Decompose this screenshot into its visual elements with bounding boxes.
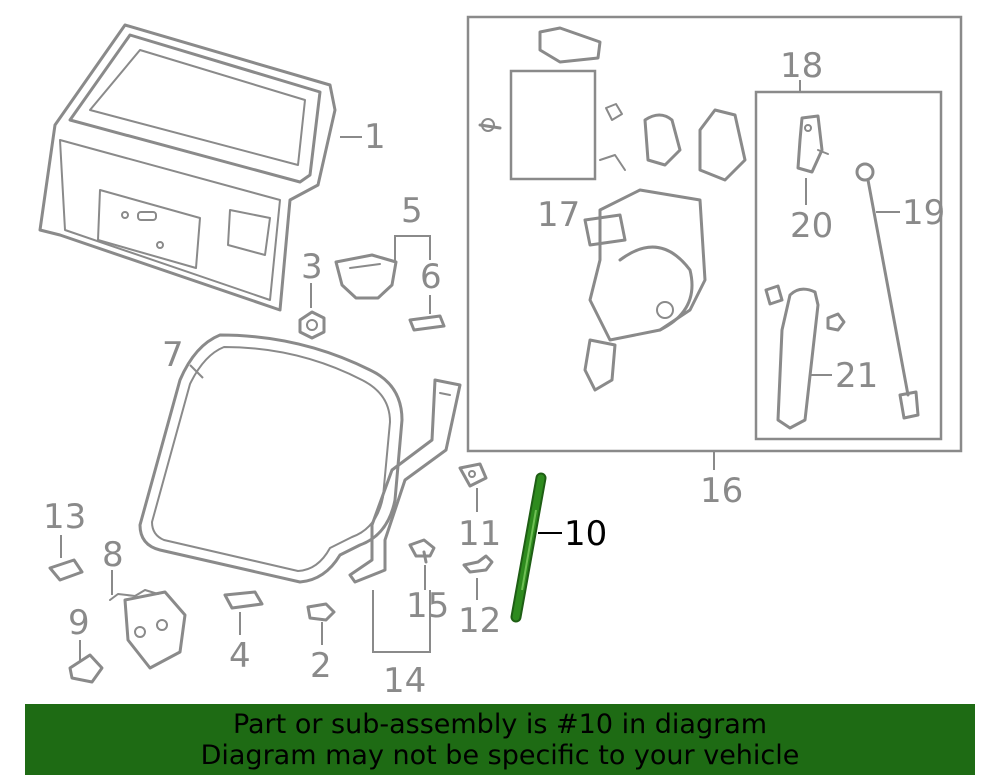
callout-18: 18 xyxy=(780,46,823,86)
callout-3: 3 xyxy=(301,247,323,287)
part-notice-banner: Part or sub-assembly is #10 in diagram D… xyxy=(25,704,975,775)
part-19-rod[interactable] xyxy=(855,162,920,420)
callout-6: 6 xyxy=(420,257,442,297)
part-3-nut[interactable] xyxy=(298,310,326,340)
part-15-bolt[interactable] xyxy=(408,538,436,564)
part-7-weatherstrip[interactable] xyxy=(138,333,404,584)
part-18-subassembly-box xyxy=(754,90,943,441)
part-8-lock-actuator[interactable] xyxy=(109,589,187,670)
banner-line-2: Diagram may not be specific to your vehi… xyxy=(200,739,800,771)
part-9-clip[interactable] xyxy=(68,653,104,684)
callout-16: 16 xyxy=(700,471,743,511)
callout-11: 11 xyxy=(458,514,501,554)
part-17-power-latch[interactable] xyxy=(478,26,747,392)
callout-20: 20 xyxy=(790,206,833,246)
leader-line xyxy=(394,235,431,262)
part-20-bracket[interactable] xyxy=(796,114,829,174)
callout-10: 10 xyxy=(564,514,607,554)
part-11-pad[interactable] xyxy=(458,462,488,488)
callout-7: 7 xyxy=(162,335,184,375)
part-5-bracket[interactable] xyxy=(334,253,398,300)
part-6-pad[interactable] xyxy=(408,314,446,332)
part-13-clip[interactable] xyxy=(48,558,84,582)
callout-13: 13 xyxy=(43,497,86,537)
callout-12: 12 xyxy=(458,601,501,641)
callout-9: 9 xyxy=(68,603,90,643)
part-14-garnish[interactable] xyxy=(348,378,462,584)
part-4-clip[interactable] xyxy=(223,590,264,610)
callout-14: 14 xyxy=(383,661,426,700)
callout-21: 21 xyxy=(835,356,878,396)
callout-2: 2 xyxy=(310,646,332,686)
part-21-lever[interactable] xyxy=(764,284,846,430)
callout-4: 4 xyxy=(229,636,251,676)
callout-19: 19 xyxy=(902,193,945,233)
part-2-bumper[interactable] xyxy=(306,602,336,622)
part-10-gas-strut[interactable] xyxy=(510,472,547,623)
callout-1: 1 xyxy=(364,117,386,157)
callout-5: 5 xyxy=(401,191,423,231)
part-17-label-frame xyxy=(509,69,597,181)
callout-17: 17 xyxy=(537,195,580,235)
parts-diagram: 1 2 3 4 5 6 7 8 9 10 11 12 13 14 15 16 1… xyxy=(38,15,963,700)
callout-15: 15 xyxy=(406,586,449,626)
callout-8: 8 xyxy=(102,535,124,575)
part-12-stud[interactable] xyxy=(462,554,494,574)
part-1-tailgate[interactable] xyxy=(38,23,337,312)
banner-line-1: Part or sub-assembly is #10 in diagram xyxy=(232,708,768,740)
